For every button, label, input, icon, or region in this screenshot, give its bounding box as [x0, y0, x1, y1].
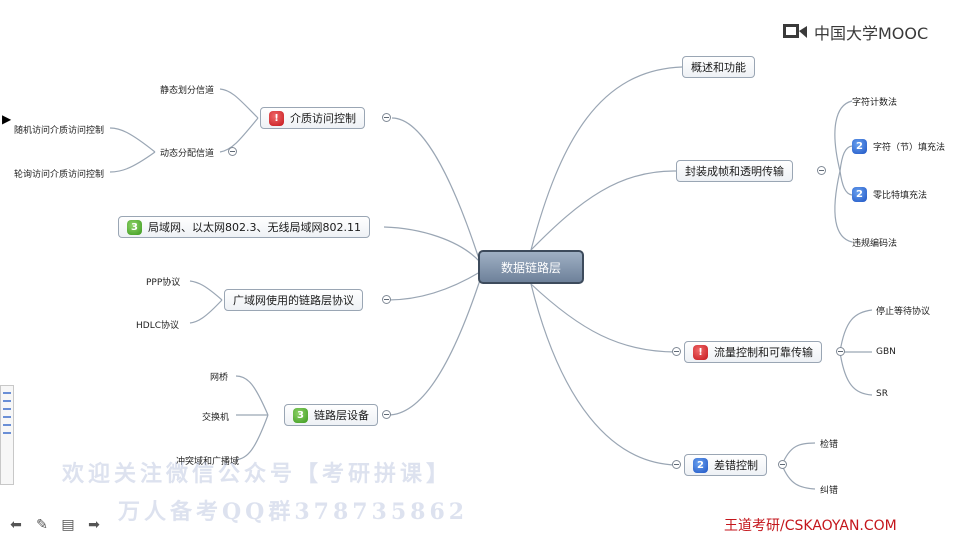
- priority-3-icon: 3: [127, 219, 142, 235]
- mooc-logo: 中国大学MOOC: [782, 20, 928, 44]
- watermark-line-2: 万人备考QQ群378735862: [118, 499, 469, 525]
- collapse-flow-left-icon[interactable]: [672, 347, 681, 356]
- leaf-dynamic-channel[interactable]: 动态分配信道: [160, 149, 215, 159]
- topic-error-control-label: 差错控制: [714, 459, 758, 472]
- connector-error: [530, 283, 677, 466]
- collapse-media-access-icon[interactable]: [382, 113, 391, 122]
- leaf-sr[interactable]: SR: [876, 389, 888, 399]
- slide-thumbnail[interactable]: [0, 385, 14, 485]
- topic-media-access-label: 介质访问控制: [290, 112, 356, 125]
- priority-2-icon: 2: [693, 457, 708, 473]
- priority-high-icon: !: [693, 344, 708, 360]
- mooc-logo-icon: [783, 24, 807, 38]
- collapse-devices-icon[interactable]: [382, 410, 391, 419]
- arrow-left-icon[interactable]: ⬅: [10, 517, 22, 533]
- leaf-random-access[interactable]: 随机访问介质访问控制: [14, 126, 105, 136]
- leaf-char-count[interactable]: 字符计数法: [852, 98, 898, 108]
- leaf-bit-fill-label: 零比特填充法: [873, 191, 928, 201]
- leaf-detect[interactable]: 检错: [820, 440, 839, 450]
- topic-framing[interactable]: 封装成帧和透明传输: [676, 160, 793, 182]
- presentation-toolbar: ⬅ ✎ ▤ ➡: [6, 516, 104, 534]
- connector-media: [391, 117, 481, 263]
- connector-wan: [387, 271, 481, 301]
- topic-overview-label: 概述和功能: [691, 61, 746, 74]
- mooc-logo-text: 中国大学MOOC: [814, 24, 929, 43]
- mouse-cursor-icon: ▶: [2, 112, 12, 126]
- connector-overview: [530, 66, 683, 251]
- topic-lan[interactable]: 3 局域网、以太网802.3、无线局域网802.11: [118, 216, 370, 238]
- central-topic[interactable]: 数据链路层: [478, 250, 584, 284]
- topic-devices[interactable]: 3 链路层设备: [284, 404, 378, 426]
- topic-media-access[interactable]: ! 介质访问控制: [260, 107, 365, 129]
- priority-2-icon: 2: [852, 187, 867, 202]
- leaf-char-fill-label: 字符（节）填充法: [873, 143, 946, 153]
- priority-high-icon: !: [269, 110, 284, 126]
- connector-flow: [530, 283, 677, 353]
- leaf-switch[interactable]: 交换机: [202, 413, 230, 423]
- arrow-right-icon[interactable]: ➡: [88, 517, 100, 533]
- priority-2-icon: 2: [852, 139, 867, 154]
- leaf-correct[interactable]: 纠错: [820, 486, 839, 496]
- topic-overview[interactable]: 概述和功能: [682, 56, 755, 78]
- menu-icon[interactable]: ▤: [61, 517, 75, 533]
- leaf-ppp[interactable]: PPP协议: [146, 278, 181, 288]
- connector-devices: [387, 279, 481, 416]
- collapse-error-left-icon[interactable]: [672, 460, 681, 469]
- topic-lan-label: 局域网、以太网802.3、无线局域网802.11: [148, 221, 361, 234]
- topic-wan-protocol-label: 广域网使用的链路层协议: [233, 294, 354, 307]
- leaf-bridge[interactable]: 网桥: [210, 373, 229, 383]
- footer-brand: 王道考研/CSKAOYAN.COM: [724, 518, 897, 534]
- priority-3-icon: 3: [293, 407, 308, 423]
- collapse-dynamic-icon[interactable]: [228, 147, 237, 156]
- leaf-char-fill[interactable]: 2 字符（节）填充法: [852, 139, 945, 154]
- pencil-icon[interactable]: ✎: [36, 517, 48, 533]
- leaf-hdlc[interactable]: HDLC协议: [136, 321, 179, 331]
- leaf-gbn[interactable]: GBN: [876, 347, 896, 357]
- leaf-static-channel[interactable]: 静态划分信道: [160, 86, 215, 96]
- collapse-framing-icon[interactable]: [817, 166, 826, 175]
- topic-framing-label: 封装成帧和透明传输: [685, 165, 784, 178]
- topic-flow-control[interactable]: ! 流量控制和可靠传输: [684, 341, 822, 363]
- topic-devices-label: 链路层设备: [314, 409, 369, 422]
- leaf-stop-wait[interactable]: 停止等待协议: [876, 307, 931, 317]
- leaf-violation[interactable]: 违规编码法: [852, 239, 898, 249]
- leaf-collision-domain[interactable]: 冲突域和广播域: [176, 457, 240, 467]
- topic-wan-protocol[interactable]: 广域网使用的链路层协议: [224, 289, 363, 311]
- leaf-bit-fill[interactable]: 2 零比特填充法: [852, 187, 927, 202]
- leaf-polling-access[interactable]: 轮询访问介质访问控制: [14, 170, 105, 180]
- collapse-wan-icon[interactable]: [382, 295, 391, 304]
- collapse-flow-icon[interactable]: [836, 347, 845, 356]
- topic-error-control[interactable]: 2 差错控制: [684, 454, 767, 476]
- watermark-line-1: 欢迎关注微信公众号【考研拼课】: [62, 461, 453, 487]
- connector-framing: [530, 170, 677, 251]
- collapse-error-icon[interactable]: [778, 460, 787, 469]
- connector-lan: [383, 226, 481, 263]
- topic-flow-control-label: 流量控制和可靠传输: [714, 346, 813, 359]
